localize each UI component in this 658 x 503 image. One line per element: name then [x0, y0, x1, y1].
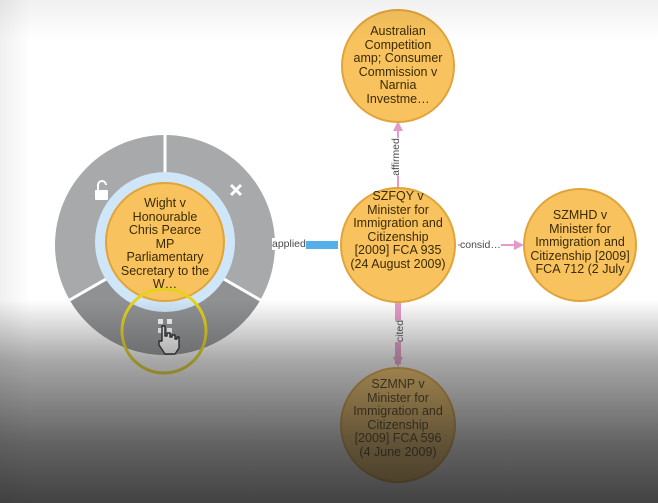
- node-bottom[interactable]: [340, 367, 456, 483]
- close-icon[interactable]: [229, 183, 243, 197]
- node-top[interactable]: [341, 9, 455, 123]
- edge-label-affirmed: affirmed: [389, 138, 402, 176]
- unlock-icon[interactable]: [95, 180, 108, 200]
- node-selected[interactable]: [105, 182, 225, 302]
- edge-label-cited: cited: [394, 319, 407, 343]
- node-center[interactable]: [340, 187, 456, 303]
- node-right[interactable]: [523, 188, 637, 302]
- radial-menu: [55, 135, 275, 356]
- edge-label-applied: applied: [272, 238, 306, 250]
- edge-label-considered: consid…: [460, 239, 501, 251]
